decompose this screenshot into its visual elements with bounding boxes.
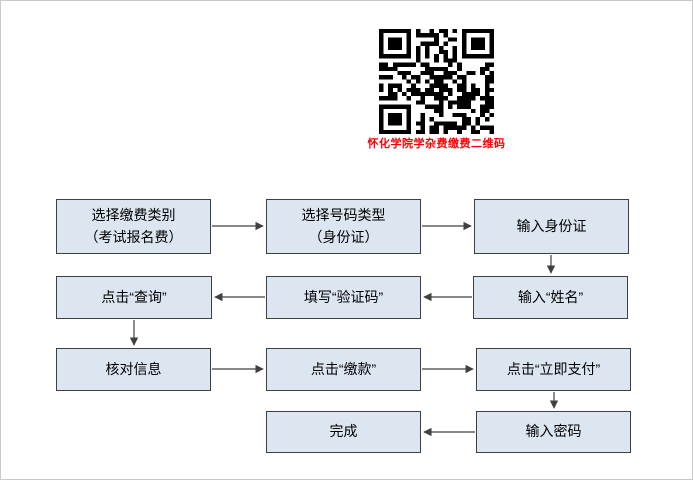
flow-node-click-pay: 点击“缴款” — [266, 348, 421, 391]
flow-node-enter-password: 输入密码 — [476, 411, 631, 453]
flow-node-enter-name: 输入“姓名” — [473, 276, 628, 319]
flow-node-select-id-type: 选择号码类型 （身份证） — [266, 199, 421, 254]
flow-node-enter-id: 输入身份证 — [474, 199, 629, 254]
flow-node-enter-captcha: 填写“验证码” — [266, 276, 421, 319]
qr-code-image — [379, 29, 494, 134]
qr-caption: 怀化学院学杂费缴费二维码 — [367, 138, 506, 150]
flow-node-click-query: 点击“查询” — [56, 276, 212, 319]
flow-node-select-fee-type: 选择缴费类别 （考试报名费） — [56, 199, 211, 254]
flow-node-verify-info: 核对信息 — [56, 348, 211, 391]
flow-node-done: 完成 — [266, 411, 421, 453]
qr-code — [379, 29, 494, 134]
flow-node-click-pay-now: 点击“立即支付” — [476, 348, 631, 391]
